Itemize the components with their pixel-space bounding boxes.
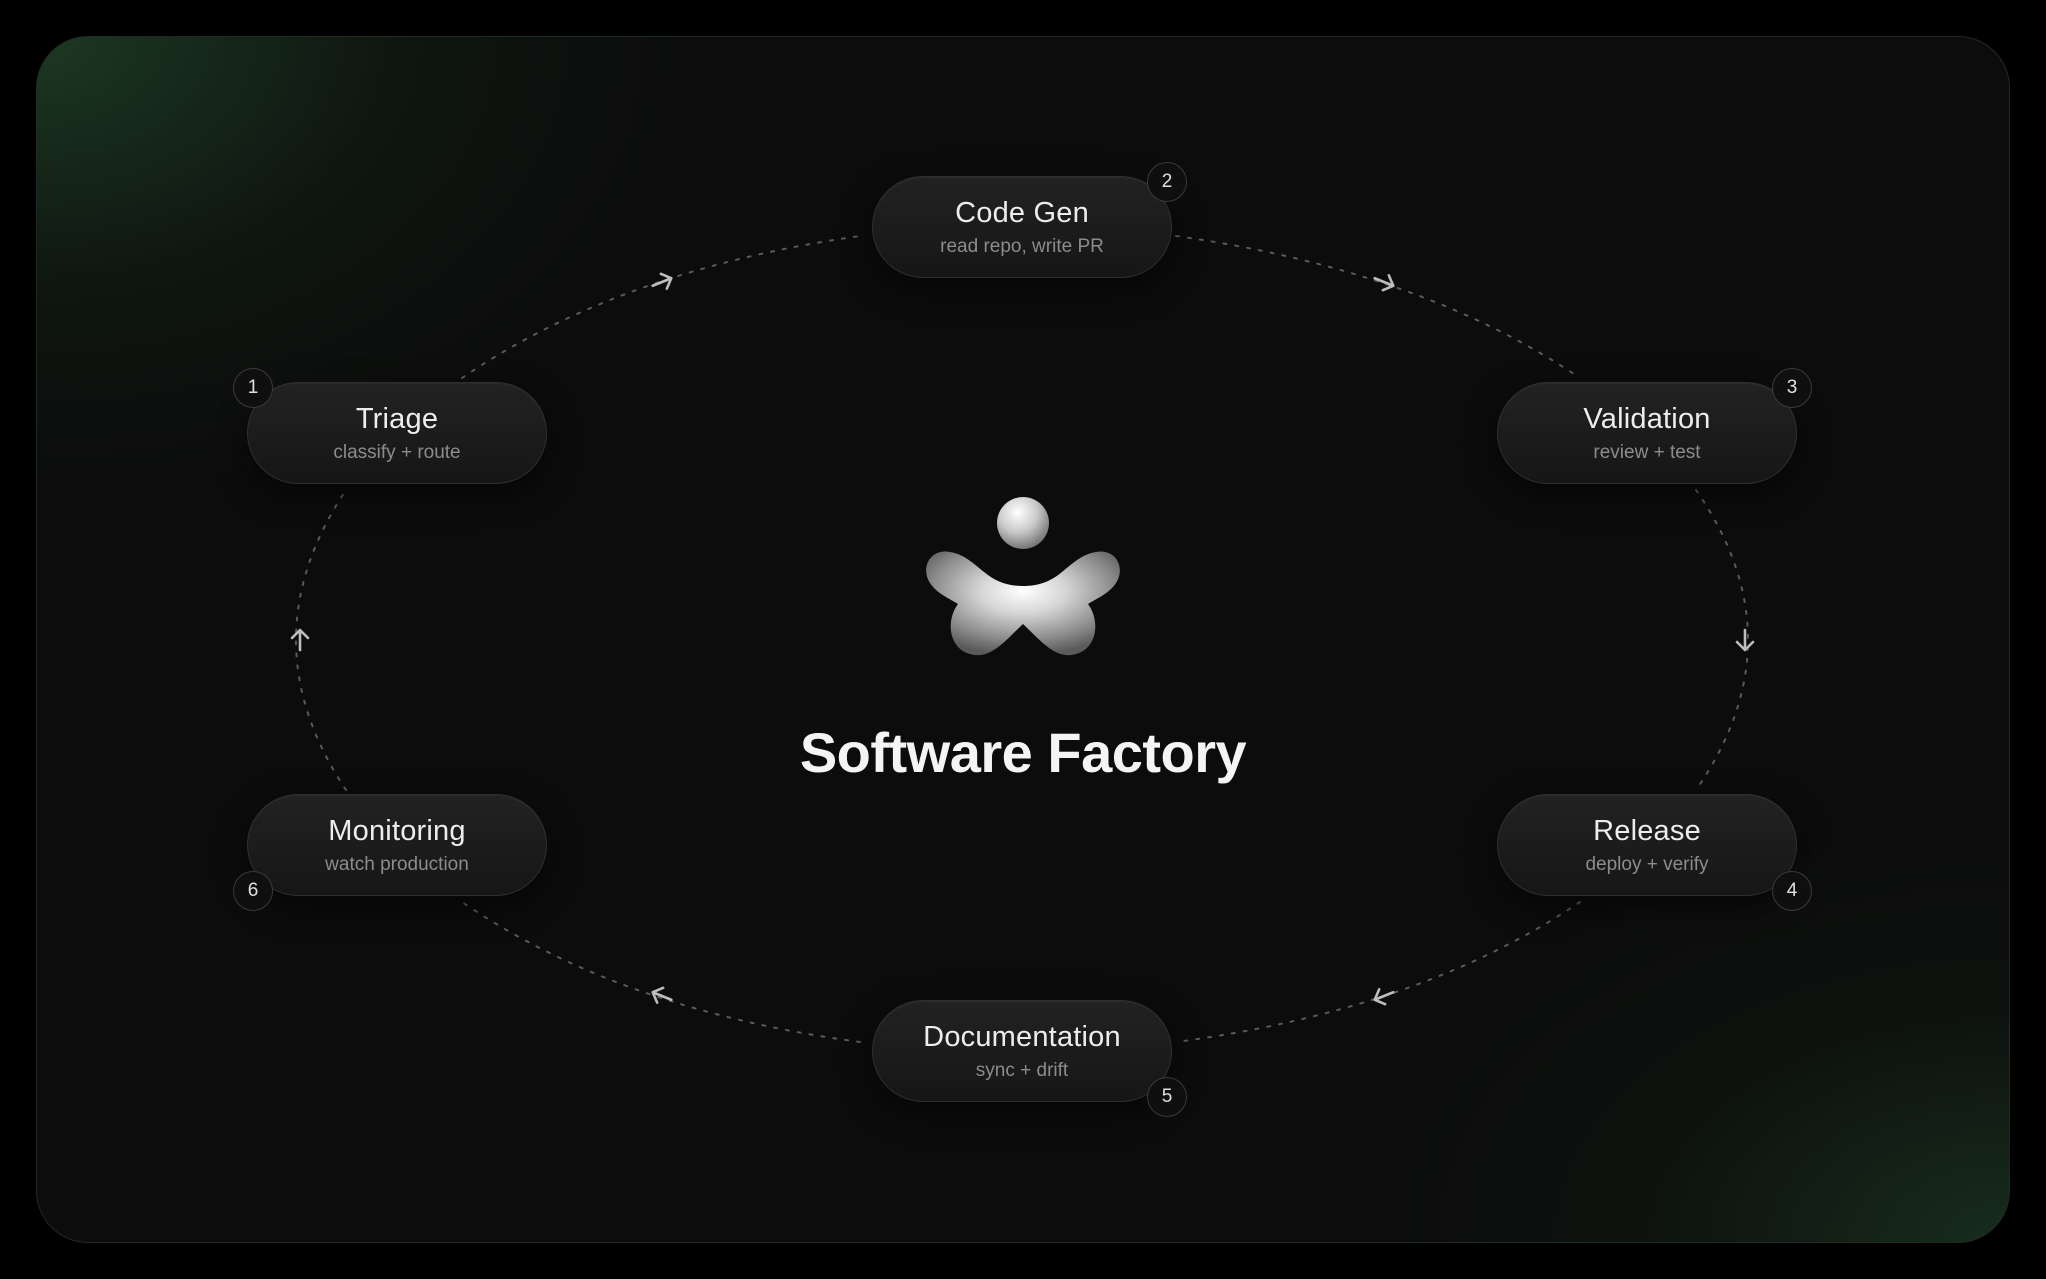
connector-6-1 <box>295 489 347 791</box>
arrow-up-icon <box>290 628 310 652</box>
step-subtitle: watch production <box>325 854 469 875</box>
step-documentation[interactable]: Documentation sync + drift <box>872 1000 1172 1102</box>
step-number-badge: 4 <box>1772 871 1812 911</box>
connector-2-3 <box>1175 235 1581 379</box>
arrow-left-icon <box>651 986 673 1004</box>
connector-3-4 <box>1695 489 1749 791</box>
step-number-badge: 2 <box>1147 162 1187 202</box>
step-release[interactable]: Release deploy + verify <box>1497 794 1797 896</box>
step-title: Monitoring <box>328 815 466 847</box>
step-number-badge: 3 <box>1772 368 1812 408</box>
step-subtitle: review + test <box>1593 442 1701 463</box>
arrow-right-icon <box>1373 274 1395 292</box>
arrow-down-icon <box>1735 628 1755 652</box>
step-code-gen[interactable]: Code Gen read repo, write PR <box>872 176 1172 278</box>
step-title: Documentation <box>923 1021 1121 1053</box>
step-title: Validation <box>1583 403 1711 435</box>
step-subtitle: deploy + verify <box>1585 854 1709 875</box>
step-validation[interactable]: Validation review + test <box>1497 382 1797 484</box>
mascot-logo-icon <box>926 497 1120 656</box>
step-title: Release <box>1593 815 1701 847</box>
step-subtitle: sync + drift <box>975 1060 1069 1081</box>
step-triage[interactable]: Triage classify + route <box>247 382 547 484</box>
connector-1-2 <box>461 235 861 379</box>
step-title: Triage <box>355 403 439 435</box>
step-subtitle: read repo, write PR <box>940 236 1104 257</box>
step-monitoring[interactable]: Monitoring watch production <box>247 794 547 896</box>
step-number-badge: 5 <box>1147 1077 1187 1117</box>
arrow-right-icon <box>651 272 673 290</box>
connector-4-5 <box>1175 901 1581 1043</box>
arrow-left-icon <box>1373 988 1395 1006</box>
step-number-badge: 1 <box>233 368 273 408</box>
connector-5-6 <box>461 901 861 1043</box>
step-subtitle: classify + route <box>333 442 461 463</box>
page-title: Software Factory <box>799 721 1247 784</box>
step-title: Code Gen <box>955 197 1089 229</box>
step-number-badge: 6 <box>233 871 273 911</box>
